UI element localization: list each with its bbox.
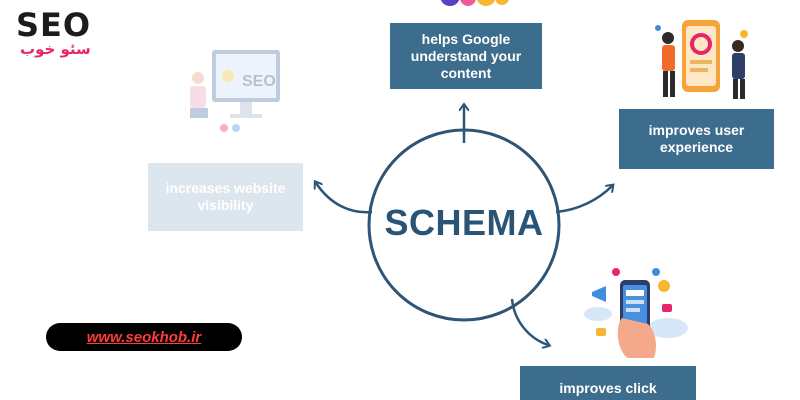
logo: SEO سئو خوب (14, 6, 114, 58)
arrow-bottom (510, 298, 548, 345)
website-pill: www.seokhob.ir (46, 323, 242, 351)
logo-latin-text: SEO (16, 6, 92, 44)
arrow-left (316, 183, 373, 214)
svg-text:SEO: SEO (242, 73, 276, 90)
schema-label: SCHEMA (384, 202, 544, 243)
gears-illustration-icon (440, 0, 509, 6)
benefit-website-visibility: increases website visibility (148, 163, 303, 231)
benefit-understand-content: helps Google understand your content (390, 23, 542, 89)
benefit-click: improves click (520, 366, 696, 400)
hand-phone-notifications-illustration-icon (584, 268, 688, 358)
logo-persian-text: سئو خوب (20, 40, 91, 58)
benefit-user-experience: improves user experience (619, 109, 774, 169)
arrow-right (555, 186, 612, 214)
website-link[interactable]: www.seokhob.ir (86, 328, 202, 346)
people-phone-illustration-icon (655, 20, 748, 99)
seo-monitor-illustration-icon: SEO (190, 50, 280, 132)
